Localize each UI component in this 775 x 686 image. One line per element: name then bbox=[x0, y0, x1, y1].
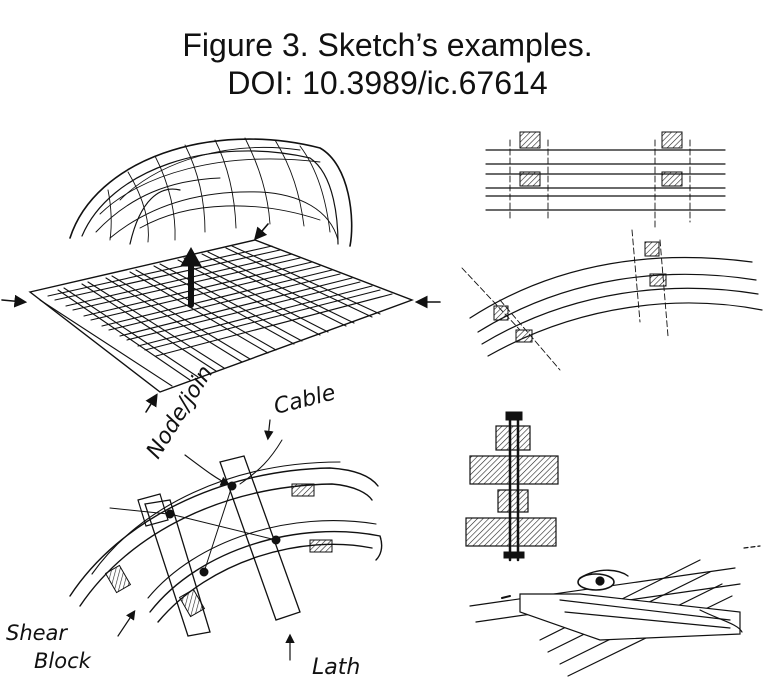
straight-laths bbox=[485, 131, 726, 231]
push-arrow-bottom-icon bbox=[145, 393, 158, 413]
annotation-shear: Shear bbox=[6, 621, 68, 645]
node-detail-sketch bbox=[69, 419, 383, 661]
caption-doi: DOI: 10.3989/ic.67614 bbox=[227, 65, 548, 101]
lath-alignment-sketch bbox=[461, 131, 763, 371]
push-arrow-top-icon bbox=[253, 223, 269, 241]
bolt-section bbox=[465, 411, 559, 562]
curved-laths bbox=[461, 229, 763, 371]
flat-grid bbox=[28, 239, 415, 393]
annotation-cable: Cable bbox=[271, 380, 338, 419]
caption-title: Figure 3. Sketch’s examples. bbox=[182, 27, 593, 63]
sketch-figure: Node/join Cable Shear Block Lath bbox=[1, 131, 763, 680]
figure-caption: Figure 3. Sketch’s examples. DOI: 10.398… bbox=[0, 26, 775, 102]
push-arrow-left-icon bbox=[1, 294, 28, 308]
arched-shell bbox=[69, 137, 353, 247]
annotation-lath: Lath bbox=[312, 655, 360, 680]
connector-detail-sketch bbox=[465, 411, 761, 677]
annotation-node-join: Node/join bbox=[142, 361, 219, 463]
annotation-block: Block bbox=[34, 649, 92, 673]
gridshell-sketch bbox=[1, 137, 441, 413]
connector-perspective bbox=[469, 545, 761, 677]
